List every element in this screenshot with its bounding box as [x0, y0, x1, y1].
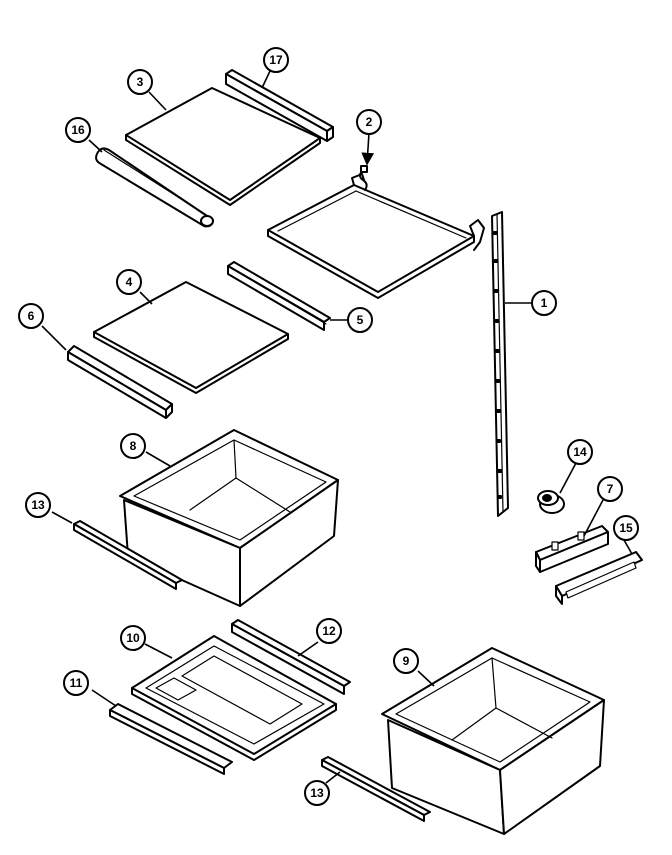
glass-shelf-middle — [93, 281, 289, 394]
callout-3: 3 — [127, 69, 153, 95]
callout-label-1: 1 — [541, 296, 548, 310]
callout-label-6: 6 — [28, 309, 35, 323]
leader-12 — [297, 641, 319, 657]
callout-label-13-upper: 13 — [31, 498, 45, 512]
callout-label-17: 17 — [269, 53, 283, 67]
control-housing — [535, 525, 609, 573]
callout-1: 1 — [531, 290, 557, 316]
callout-9: 9 — [393, 648, 419, 674]
leader-16 — [88, 139, 103, 153]
callout-label-3: 3 — [137, 75, 144, 89]
callout-11: 11 — [63, 670, 89, 696]
callout-label-5: 5 — [357, 313, 364, 327]
callout-10: 10 — [120, 625, 146, 651]
callout-12: 12 — [316, 618, 342, 644]
callout-16: 16 — [65, 117, 91, 143]
leader-8 — [145, 451, 171, 467]
leader-14 — [559, 462, 577, 494]
leader-13b — [325, 771, 341, 784]
callout-label-13-lower: 13 — [310, 786, 324, 800]
leader-9 — [417, 670, 435, 687]
leader-3 — [148, 91, 167, 111]
callout-label-2: 2 — [366, 115, 373, 129]
leader-2 — [361, 132, 375, 166]
shelf-trim-rear-middle — [227, 261, 331, 331]
shelf-trim-front-middle — [67, 345, 173, 419]
shelf-rail — [491, 211, 509, 517]
callout-label-14: 14 — [573, 445, 587, 459]
leader-15 — [623, 539, 633, 555]
shelf-clip — [359, 165, 368, 191]
leader-4 — [139, 291, 153, 305]
leader-17 — [261, 70, 271, 89]
callout-14: 14 — [567, 439, 593, 465]
callout-2: 2 — [356, 109, 382, 135]
leader-lines — [41, 70, 633, 784]
callout-label-8: 8 — [130, 439, 137, 453]
callout-label-7: 7 — [607, 482, 614, 496]
leader-7 — [583, 499, 604, 537]
crisper-pan-upper — [119, 429, 339, 607]
shelf-trim-front-upper — [95, 147, 214, 228]
callout-label-10: 10 — [126, 631, 140, 645]
leader-6 — [41, 325, 67, 351]
cover-trim-rear — [231, 619, 351, 695]
crisper-cover-frame — [131, 635, 337, 761]
cantilever-shelf — [267, 173, 485, 299]
callout-8: 8 — [120, 433, 146, 459]
callout-6: 6 — [18, 303, 44, 329]
callout-17: 17 — [263, 47, 289, 73]
callout-5: 5 — [347, 307, 373, 333]
leader-11 — [91, 689, 117, 707]
callout-label-12: 12 — [322, 624, 336, 638]
callout-13-lower: 13 — [304, 780, 330, 806]
leader-10 — [144, 643, 173, 659]
control-knob — [537, 490, 565, 514]
callout-label-16: 16 — [71, 123, 85, 137]
callout-label-11: 11 — [70, 676, 83, 690]
pan-trim-lower — [321, 756, 431, 822]
callout-label-15: 15 — [619, 521, 633, 535]
callout-4: 4 — [116, 269, 142, 295]
control-cover — [555, 551, 643, 605]
shelf-trim-rear-upper — [225, 69, 334, 142]
callout-15: 15 — [613, 515, 639, 541]
crisper-pan-lower — [381, 647, 605, 835]
pan-trim-upper — [73, 520, 183, 590]
callout-label-4: 4 — [126, 275, 133, 289]
callout-7: 7 — [597, 476, 623, 502]
leader-13a — [51, 511, 73, 524]
callout-13-upper: 13 — [25, 492, 51, 518]
callout-label-9: 9 — [403, 654, 410, 668]
